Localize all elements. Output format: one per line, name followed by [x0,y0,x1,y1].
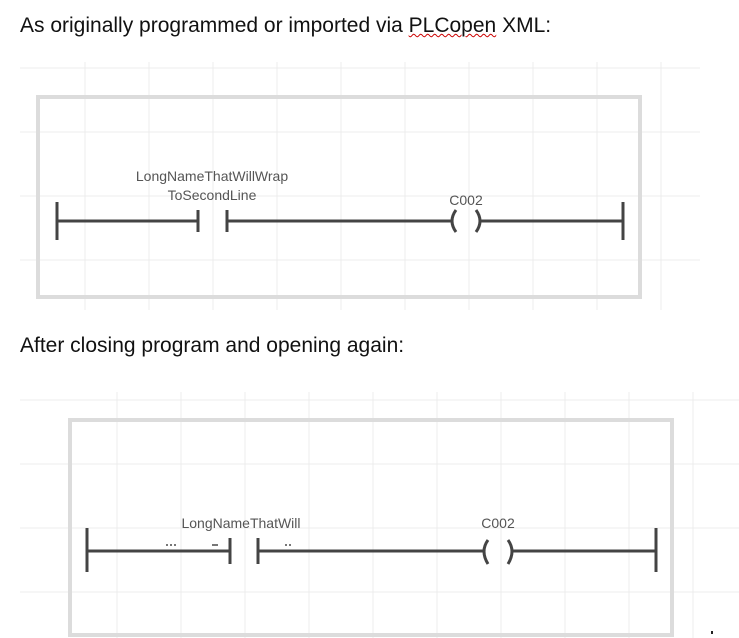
heading-after-reopen: After closing program and opening again: [20,334,405,357]
coil-label: C002 [481,515,515,531]
rung-frame-1 [36,95,642,299]
truncation-dots [166,544,291,546]
grid-background-2 [20,392,739,638]
heading-text: As originally programmed or imported via [20,14,409,37]
rung-2 [85,528,658,572]
coil-right [474,209,482,233]
stray-mark [711,631,713,634]
contact-label-line1: LongNameThatWillWrap [136,168,288,184]
coil-right [506,539,514,565]
contact-label-line2: ToSecondLine [168,187,257,203]
grid-background-1 [20,62,700,310]
rung-1 [55,202,625,240]
coil-label: C002 [449,192,483,208]
spellcheck-word: PLCopen [408,14,497,37]
contact-label-truncated: LongNameThatWill [181,515,300,531]
coil-left [450,209,458,233]
heading-original: As originally programmed or imported via… [20,14,551,38]
coil-left [482,539,490,565]
heading-text: XML: [496,14,552,37]
rung-frame-2 [68,418,674,637]
